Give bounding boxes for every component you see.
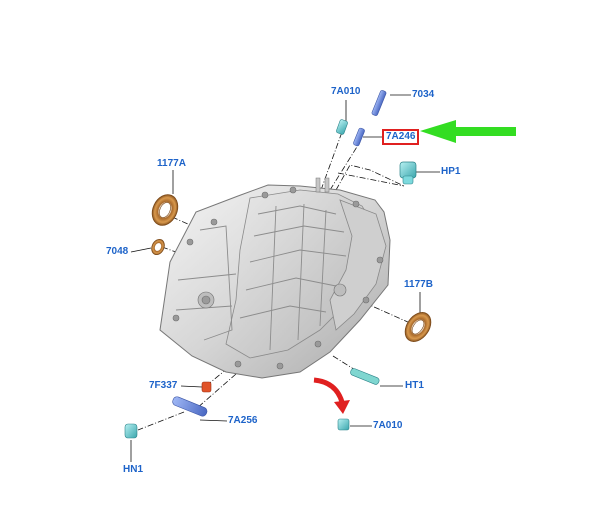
dowel-pin-ht1 (350, 368, 380, 385)
sensor-7a010-top (336, 119, 348, 135)
small-seal-ring-7048 (151, 238, 165, 256)
callout-7a010-bottom: 7A010 (373, 420, 403, 431)
plug-7f337 (201, 381, 212, 393)
transmission-housing-illustration (159, 177, 391, 379)
seal-ring-1177a (151, 194, 179, 226)
bolt-7a256 (172, 396, 208, 417)
dowel-pin-7a246 (353, 127, 365, 147)
pointer-arrow (420, 120, 516, 143)
callout-7f337: 7F337 (149, 380, 178, 391)
callout-1177b: 1177B (404, 279, 433, 290)
callout-7034: 7034 (412, 89, 435, 100)
sensor-hn1 (124, 423, 138, 439)
sensor-hp1 (399, 161, 417, 185)
callout-7a256: 7A256 (228, 415, 258, 426)
rotation-arrow (313, 377, 350, 414)
leader-lines (130, 94, 440, 462)
seal-ring-1177b (404, 312, 432, 342)
callout-7a010-top: 7A010 (331, 86, 361, 97)
sensor-7a010-bottom (337, 418, 350, 431)
callout-7a246-highlighted: 7A246 (382, 129, 420, 145)
callout-7048: 7048 (106, 246, 129, 257)
callout-hn1: HN1 (123, 464, 144, 475)
callout-1177a: 1177A (157, 158, 186, 169)
callout-ht1: HT1 (405, 380, 424, 391)
dowel-pin-7034 (371, 90, 387, 116)
callout-hp1: HP1 (441, 166, 461, 177)
